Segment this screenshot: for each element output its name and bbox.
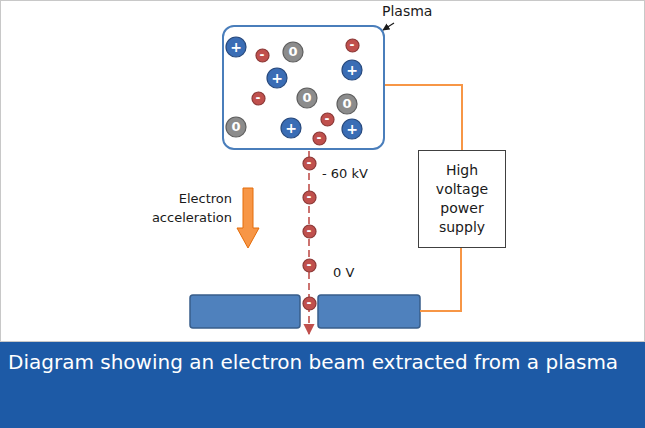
charge-sign: - <box>251 91 266 106</box>
caption-band: Diagram showing an electron beam extract… <box>0 342 645 428</box>
arrow-label: Electron acceleration <box>120 189 232 227</box>
plasma-label: Plasma <box>382 3 432 19</box>
supply-label: High voltage power supply <box>423 161 501 237</box>
figure-frame <box>1 1 645 342</box>
electron: - <box>302 190 317 205</box>
charge-sign: - <box>302 156 317 171</box>
charge-sign: + <box>341 118 363 140</box>
charge-sign: - <box>255 48 270 63</box>
electron: - <box>251 91 266 106</box>
electron: - <box>320 112 335 127</box>
charge-sign: - <box>312 131 327 146</box>
figure-caption: Diagram showing an electron beam extract… <box>8 350 618 374</box>
charge-sign: 0 <box>296 87 318 109</box>
electron: - <box>312 131 327 146</box>
positive-ion: + <box>341 59 363 81</box>
neutral-atom: 0 <box>336 93 358 115</box>
positive-ion: + <box>341 118 363 140</box>
anode-plate <box>318 295 420 328</box>
supply-wire <box>420 248 461 311</box>
electron: - <box>302 296 317 311</box>
electron: - <box>302 156 317 171</box>
electron: - <box>302 258 317 273</box>
charge-sign: - <box>345 38 360 53</box>
electron: - <box>302 224 317 239</box>
charge-sign: - <box>320 112 335 127</box>
power-supply-box: High voltage power supply <box>418 150 506 248</box>
charge-sign: 0 <box>336 93 358 115</box>
neutral-atom: 0 <box>225 116 247 138</box>
electron: - <box>255 48 270 63</box>
electron: - <box>345 38 360 53</box>
positive-ion: + <box>266 67 288 89</box>
charge-sign: + <box>266 67 288 89</box>
charge-sign: + <box>225 36 247 58</box>
charge-sign: - <box>302 296 317 311</box>
plasma-chamber: Plasma+-0-++-00-0++- <box>222 25 385 150</box>
neutral-atom: 0 <box>296 87 318 109</box>
supply-wire <box>385 85 462 150</box>
charge-sign: 0 <box>225 116 247 138</box>
neutral-atom: 0 <box>282 41 304 63</box>
acceleration-arrow <box>237 188 259 248</box>
positive-ion: + <box>225 36 247 58</box>
positive-ion: + <box>280 117 302 139</box>
charge-sign: 0 <box>282 41 304 63</box>
voltage-label: 0 V <box>333 263 354 282</box>
charge-sign: - <box>302 224 317 239</box>
leader-line <box>383 23 394 30</box>
charge-sign: + <box>280 117 302 139</box>
anode-plate <box>190 295 300 328</box>
voltage-label: - 60 kV <box>322 164 368 183</box>
charge-sign: + <box>341 59 363 81</box>
charge-sign: - <box>302 258 317 273</box>
charge-sign: - <box>302 190 317 205</box>
